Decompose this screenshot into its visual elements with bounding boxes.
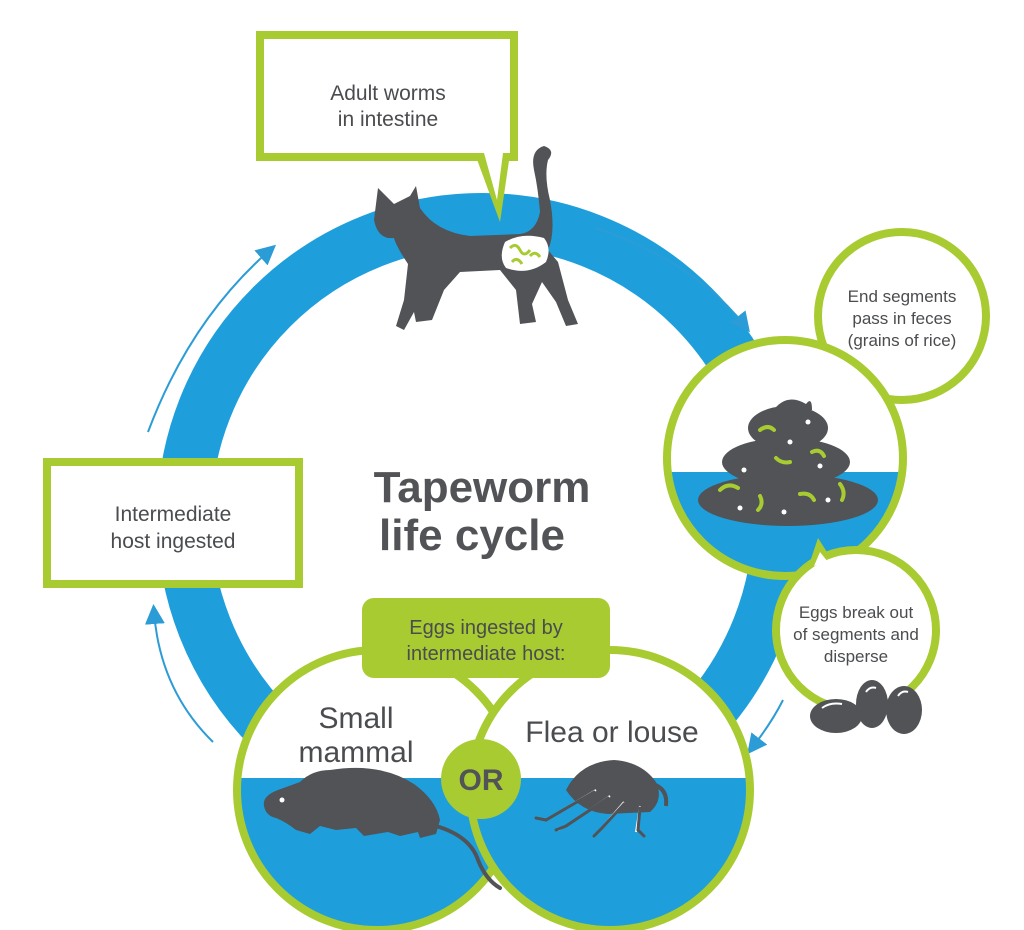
intermediate-line2: host ingested <box>111 530 236 553</box>
end-segments-line3: (grains of rice) <box>848 331 957 350</box>
eggs-ingested-tab: Eggs ingested by intermediate host: <box>362 598 610 678</box>
or-badge: OR <box>441 739 521 819</box>
feces-icon <box>698 399 878 526</box>
flea-icon <box>534 760 669 838</box>
eggs-ingested-line1: Eggs ingested by <box>409 617 562 639</box>
mammal-line2: mammal <box>298 736 413 769</box>
flea-label: Flea or louse <box>525 716 698 749</box>
eggs-line2: of segments and <box>793 625 919 644</box>
intermediate-host-callout: Intermediate host ingested <box>43 458 303 588</box>
adult-worms-line2: in intestine <box>338 108 438 131</box>
feces-stage <box>663 336 907 580</box>
end-segments-line2: pass in feces <box>852 309 951 328</box>
end-segments-line1: End segments <box>848 287 957 306</box>
adult-worms-line1: Adult worms <box>330 82 446 105</box>
diagram-title-line2: life cycle <box>379 511 565 560</box>
arrow-cat-to-feces <box>595 227 750 333</box>
eggs-ingested-line2: intermediate host: <box>407 643 566 665</box>
eggs-line3: disperse <box>824 647 888 666</box>
or-label: OR <box>459 764 504 797</box>
eggs-icon <box>810 680 922 734</box>
mammal-line1: Small <box>318 702 393 735</box>
arrow-intermediate-to-cat <box>147 244 277 433</box>
adult-worms-callout: Adult worms in intestine <box>256 31 518 222</box>
eggs-line1: Eggs break out <box>799 603 914 622</box>
diagram-title-line1: Tapeworm <box>374 463 591 512</box>
intermediate-line1: Intermediate <box>115 503 232 526</box>
rat-icon <box>263 767 502 890</box>
arrow-mammal-to-intermediate <box>144 604 214 743</box>
end-segments-callout: End segments pass in feces (grains of ri… <box>814 228 990 412</box>
arrow-eggs-to-flea <box>747 699 784 755</box>
cat-icon <box>374 146 578 330</box>
